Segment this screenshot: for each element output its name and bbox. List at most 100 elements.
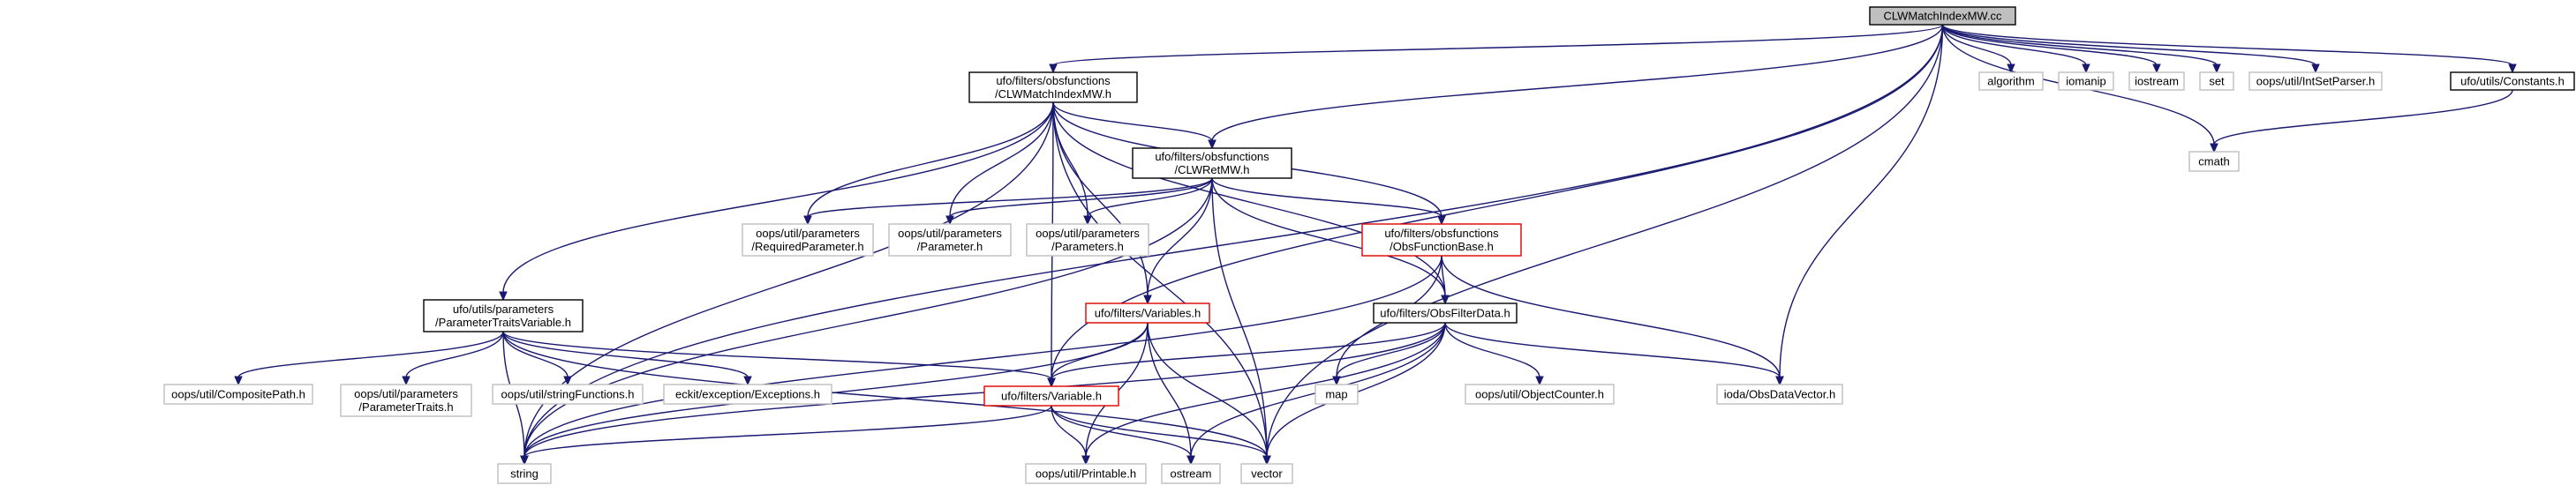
node-box (2199, 71, 2234, 91)
edge-arrowhead (2311, 63, 2320, 74)
node-objectcounter: oops/util/ObjectCounter.h (1465, 384, 1615, 405)
edge-clwmatch_h-to-param (945, 101, 1054, 226)
node-label: /CLWMatchIndexMW.h (995, 87, 1111, 101)
edge-clwret_h-to-variables (1143, 177, 1213, 305)
edge-line (1336, 322, 1446, 378)
edge-arrowhead (803, 215, 812, 226)
edge-clwret_h-to-reqparam (803, 177, 1213, 226)
node-string: string (497, 463, 552, 484)
edge-line (1052, 101, 1446, 297)
edge-arrowhead (402, 376, 411, 386)
edges-layer (234, 24, 2517, 466)
node-label: ufo/utils/parameters (453, 303, 554, 316)
edge-line (1941, 24, 2087, 66)
edge-arrowhead (1143, 295, 1152, 305)
edge-line (1085, 322, 1446, 458)
node-box (983, 385, 1119, 407)
node-clwret-h[interactable]: ufo/filters/obsfunctions/CLWRetMW.h (1132, 147, 1292, 179)
node-box (888, 223, 1012, 257)
edge-line (1941, 24, 2316, 66)
node-exceptions: eckit/exception/Exceptions.h (663, 384, 832, 405)
node-paramtraits: oops/util/parameters/ParameterTraits.h (340, 384, 472, 417)
edge-arrowhead (1208, 139, 1216, 150)
node-label: /Parameters.h (1051, 240, 1124, 253)
edge-line (1211, 177, 1446, 297)
node-variable[interactable]: ufo/filters/Variable.h (983, 385, 1119, 407)
node-label: ufo/filters/obsfunctions (1155, 150, 1269, 163)
node-box (1361, 223, 1522, 257)
node-label: ufo/filters/Variables.h (1095, 307, 1201, 320)
edge-line (237, 331, 504, 378)
edge-obsfilterdata-to-string (520, 322, 1446, 466)
edge-arrowhead (1262, 455, 1271, 466)
node-label: /CLWRetMW.h (1175, 163, 1250, 176)
node-root[interactable]: CLWMatchIndexMW.cc (1869, 6, 2016, 26)
edge-root-to-set (1941, 24, 2221, 74)
node-iostream: iostream (2128, 71, 2185, 91)
edge-constants-to-cmath (2210, 89, 2513, 153)
node-label: /RequiredParameter.h (751, 240, 863, 253)
edge-arrowhead (520, 455, 529, 466)
edge-arrowhead (2508, 63, 2517, 74)
edge-arrowhead (1083, 215, 1092, 226)
edge-line (807, 177, 1213, 218)
edge-arrowhead (1047, 377, 1056, 388)
edge-arrowhead (1535, 376, 1544, 386)
node-paramtraitsvar[interactable]: ufo/utils/parameters/ParameterTraitsVari… (423, 299, 584, 332)
edge-arrowhead (2007, 63, 2015, 74)
node-box (497, 463, 552, 484)
edge-line (1052, 101, 1149, 297)
edge-root-to-algorithm (1941, 24, 2015, 74)
node-variables[interactable]: ufo/filters/Variables.h (1085, 303, 1210, 324)
edge-line (502, 331, 569, 378)
node-param: oops/util/parameters/Parameter.h (888, 223, 1012, 257)
node-label: eckit/exception/Exceptions.h (675, 388, 820, 401)
node-vector: vector (1240, 463, 1293, 484)
edge-line (1087, 177, 1213, 218)
node-box (1025, 463, 1147, 484)
node-box (742, 223, 874, 257)
node-clwmatch-h[interactable]: ufo/filters/obsfunctions/CLWMatchIndexMW… (968, 71, 1138, 103)
node-label: CLWMatchIndexMW.cc (1883, 10, 2002, 23)
edge-line (1441, 255, 1781, 378)
edge-line (1147, 322, 1268, 458)
node-iomanip: iomanip (2058, 71, 2114, 91)
edge-clwmatch_h-to-string (520, 101, 1054, 466)
node-label: oops/util/parameters (756, 227, 860, 240)
node-box (1373, 303, 1518, 324)
edge-line (1051, 322, 1446, 380)
node-box (1085, 303, 1210, 324)
edge-line (1779, 24, 1944, 378)
edge-line (502, 331, 1268, 458)
edge-line (1941, 24, 2158, 66)
node-constants[interactable]: ufo/utils/Constants.h (2450, 71, 2575, 91)
node-box (1240, 463, 1293, 484)
node-obsfilterdata[interactable]: ufo/filters/ObsFilterData.h (1373, 303, 1518, 324)
node-label: oops/util/ObjectCounter.h (1475, 388, 1604, 401)
node-box (1132, 147, 1292, 179)
node-label: ufo/filters/obsfunctions (996, 74, 1111, 87)
node-set: set (2199, 71, 2234, 91)
node-label: ostream (1171, 467, 1212, 481)
edge-clwret_h-to-param (945, 177, 1213, 226)
edge-root-to-obsdatavector (1775, 24, 1944, 386)
node-label: /ParameterTraitsVariable.h (435, 316, 571, 329)
nodes-layer: CLWMatchIndexMW.cc ufo/filters/obsfunctio… (163, 6, 2575, 484)
edge-arrowhead (743, 376, 752, 386)
node-label: /Parameter.h (917, 240, 983, 253)
node-stringfunctions: oops/util/stringFunctions.h (492, 384, 644, 405)
node-obsfuncbase[interactable]: ufo/filters/obsfunctions/ObsFunctionBase… (1361, 223, 1522, 257)
edge-variable-to-ostream (1051, 405, 1195, 466)
edge-obsfilterdata-to-obsdatavector (1444, 322, 1784, 386)
edge-clwmatch_h-to-paramtraitsvar (499, 101, 1054, 302)
edge-line (1051, 405, 1087, 458)
node-box (1026, 223, 1149, 257)
edge-line (1052, 24, 1944, 66)
edge-obsfilterdata-to-printable (1081, 322, 1446, 466)
node-label: oops/util/parameters (898, 227, 1002, 240)
edge-line (1052, 101, 1268, 458)
edge-line (1266, 24, 1944, 458)
edge-line (1051, 322, 1149, 380)
node-label: ioda/ObsDataVector.h (1724, 388, 1835, 401)
edge-line (1444, 322, 1781, 378)
